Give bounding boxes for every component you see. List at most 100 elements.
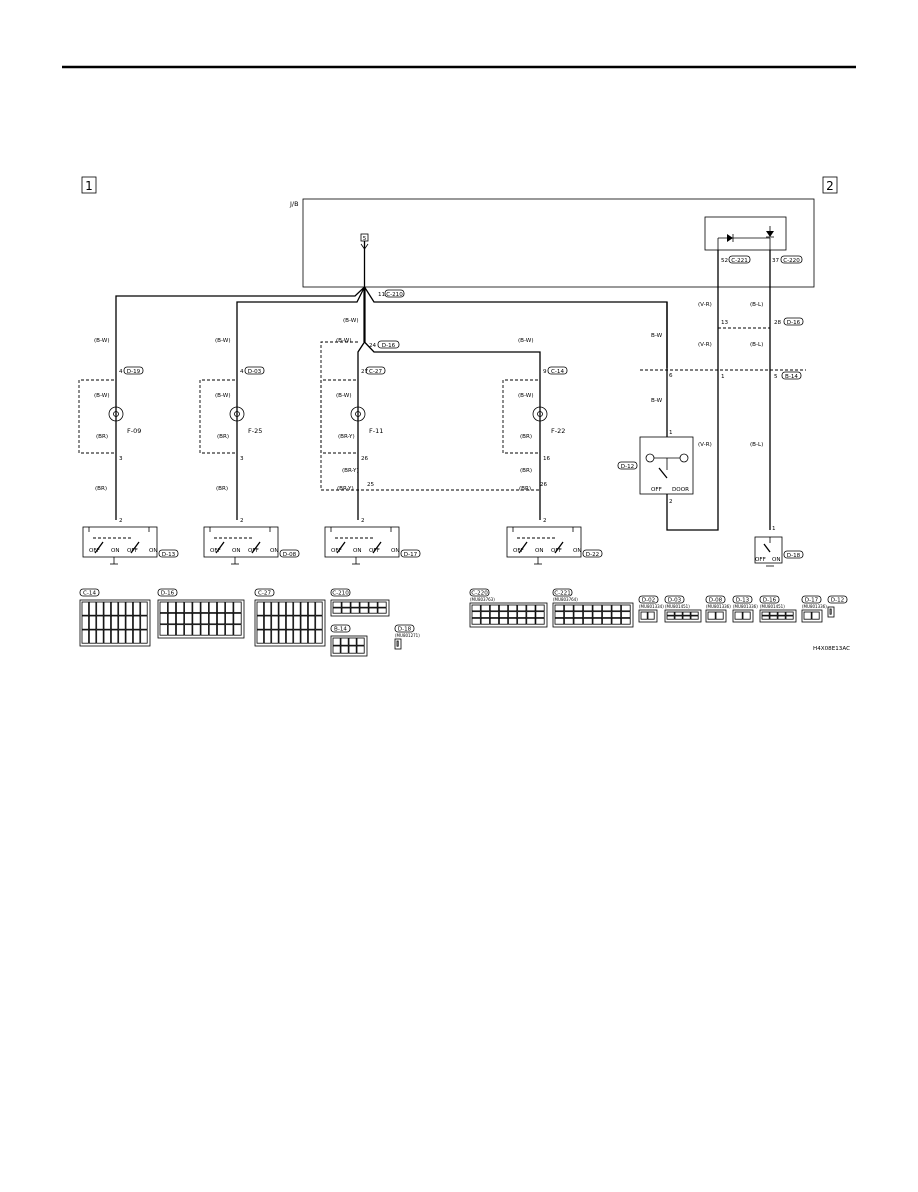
connector-face bbox=[552, 602, 634, 628]
label: (B-W) bbox=[336, 338, 352, 344]
connector-label: C-27 bbox=[369, 369, 382, 375]
connector-pin bbox=[682, 611, 691, 616]
svg-text:(V-R): (V-R) bbox=[698, 342, 712, 348]
connector-pin bbox=[777, 611, 786, 616]
lamp-filament-icon bbox=[234, 411, 240, 417]
connector-face-D-16: D-16(MU801451) bbox=[759, 595, 797, 623]
connector-pin bbox=[88, 629, 97, 644]
connector-pin bbox=[592, 617, 603, 625]
switch-connector-label: D-08 bbox=[283, 552, 297, 558]
connector-pin bbox=[184, 612, 193, 625]
connector-pin bbox=[293, 615, 301, 630]
connector-pin bbox=[103, 629, 111, 644]
connector-pin bbox=[498, 611, 509, 618]
connector-pin bbox=[761, 615, 770, 620]
connector-pin bbox=[167, 601, 176, 613]
connector-face-B-14: B-14 bbox=[330, 624, 368, 657]
connector-face-D-02: D-02(MU801334) bbox=[638, 595, 664, 623]
connector-face-C-210: C-210 bbox=[330, 588, 390, 617]
label: OFF bbox=[248, 548, 259, 554]
connector-pin bbox=[350, 601, 360, 608]
connector-pin bbox=[647, 611, 655, 620]
connector-pin bbox=[175, 601, 185, 613]
label: ON bbox=[270, 548, 279, 554]
connector-pin bbox=[125, 629, 133, 644]
connector-pin bbox=[263, 629, 272, 644]
connector-pin bbox=[225, 612, 234, 625]
connector-pin bbox=[81, 615, 89, 630]
connector-pin bbox=[690, 611, 699, 616]
page-marker-1: 1 bbox=[81, 176, 97, 194]
connector-tag bbox=[469, 588, 490, 597]
connector-pin bbox=[315, 629, 323, 644]
splice-c210: 11 C-210 bbox=[378, 289, 405, 298]
label: ON bbox=[353, 548, 362, 554]
connector-face-D-03: D-03(MU801451) bbox=[664, 595, 702, 623]
connector-pin bbox=[564, 604, 574, 612]
connector-pin bbox=[508, 617, 518, 625]
connector-tag bbox=[638, 595, 659, 604]
connector-pin bbox=[285, 629, 294, 644]
connector-id: B-14 bbox=[334, 627, 347, 633]
connector-pin bbox=[489, 604, 499, 612]
svg-text:(V-R): (V-R) bbox=[698, 442, 712, 448]
label: (BR) bbox=[95, 486, 107, 492]
label: 26 bbox=[361, 456, 369, 462]
connector-pin bbox=[192, 612, 201, 625]
lamp-filament-icon bbox=[113, 411, 119, 417]
connector-face-D-13: D-13(MU801336) bbox=[732, 595, 758, 623]
connector-face bbox=[705, 609, 727, 623]
connector-pin bbox=[368, 601, 378, 608]
connector-tag bbox=[582, 549, 603, 558]
connector-pin bbox=[208, 624, 217, 636]
connector-pin bbox=[278, 629, 286, 644]
connector-pin bbox=[621, 617, 631, 625]
switch-box bbox=[324, 526, 400, 558]
svg-text:25: 25 bbox=[367, 482, 375, 488]
connector-pin bbox=[159, 612, 168, 625]
connector-pin bbox=[88, 601, 97, 616]
connector-part: (MU801271) bbox=[395, 633, 420, 638]
connector-tag bbox=[79, 588, 100, 597]
svg-text:2: 2 bbox=[669, 499, 673, 505]
connector-id: D-18 bbox=[398, 627, 412, 633]
connector-pin bbox=[674, 615, 683, 620]
connector-face-D-16: D-16 bbox=[157, 588, 245, 639]
connector-pin bbox=[471, 611, 481, 618]
svg-text:5: 5 bbox=[774, 374, 778, 380]
connector-pin bbox=[175, 612, 185, 625]
lamp-name: F-09 bbox=[127, 427, 141, 435]
connector-pin bbox=[666, 615, 675, 620]
connector-pin bbox=[480, 611, 490, 618]
connector-pin bbox=[256, 601, 264, 616]
svg-text:1: 1 bbox=[669, 430, 673, 436]
connector-pin bbox=[621, 604, 631, 612]
connector-face bbox=[79, 599, 151, 647]
connector-id: D-02 bbox=[642, 598, 655, 604]
label: (BR) bbox=[520, 434, 532, 440]
connector-pin bbox=[785, 615, 794, 620]
connector-pin bbox=[829, 608, 832, 615]
svg-text:(B-L): (B-L) bbox=[750, 442, 763, 448]
connector-face bbox=[394, 638, 402, 650]
connector-pin bbox=[140, 615, 148, 630]
label: OFF bbox=[89, 548, 100, 554]
connector-id: C-14 bbox=[83, 591, 96, 597]
switch-contact bbox=[372, 541, 382, 554]
connector-pin bbox=[307, 629, 316, 644]
connector-id: D-12 bbox=[831, 598, 844, 604]
label: 2 bbox=[361, 518, 365, 524]
connector-pin bbox=[356, 645, 365, 654]
connector-tag bbox=[394, 624, 415, 633]
connector-pin bbox=[132, 629, 141, 644]
diagram-code: H4X08E13AC bbox=[813, 646, 850, 652]
connector-pin bbox=[192, 601, 201, 613]
connector-pin bbox=[340, 645, 349, 654]
svg-text:(BR-Y): (BR-Y) bbox=[342, 468, 359, 474]
lamp-name: F-25 bbox=[248, 427, 262, 435]
connector-face bbox=[732, 609, 754, 623]
connector-pin bbox=[583, 617, 593, 625]
lamp-filament-icon bbox=[355, 411, 361, 417]
door-switch-circuit: B-W 6 B-W 1 OFF DOOR 2 D-12 bbox=[617, 250, 719, 531]
